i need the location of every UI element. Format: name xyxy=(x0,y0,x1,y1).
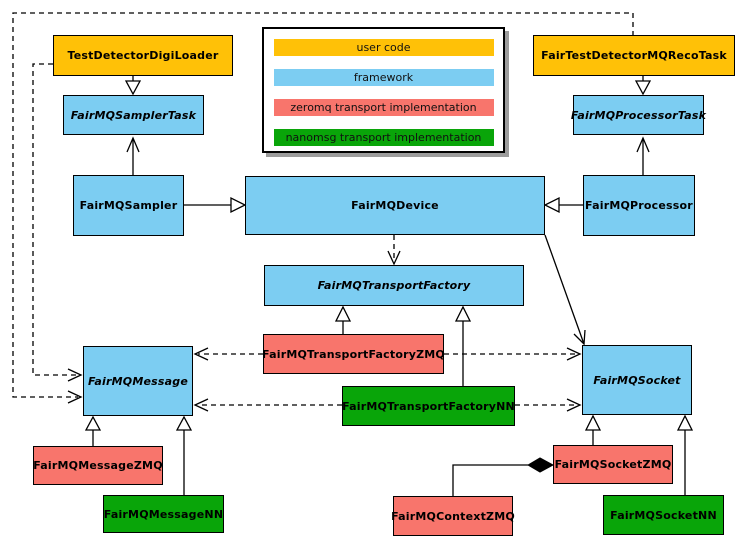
class-box-fairmqtransportfactoryzmq: FairMQTransportFactoryZMQ xyxy=(262,334,445,374)
dependency-digiloader-to-message-line xyxy=(32,63,78,376)
association-device-socket-arrowhead xyxy=(573,329,586,346)
association-processor-processortask-arrowhead xyxy=(636,136,650,153)
class-box-fairmqmessagezmq: FairMQMessageZMQ xyxy=(33,446,163,485)
dependency-recotask-to-message-line xyxy=(12,12,634,398)
composition-contextzmq-socketzmq-diamond xyxy=(527,457,555,473)
class-box-fairmqsamplertask: FairMQSamplerTask xyxy=(63,95,204,135)
class-box-fairmqprocessortask: FairMQProcessorTask xyxy=(571,95,706,135)
dependency-tfzmq-socket-arrowhead xyxy=(566,347,582,361)
dependency-digiloader-to-message-arrowhead xyxy=(67,368,83,382)
class-box-fairmqtransportfactory: FairMQTransportFactory xyxy=(264,265,524,306)
generalization-socketnn-socket-triangle xyxy=(676,414,694,431)
generalization-messagenn-message-triangle xyxy=(175,415,193,431)
legend-item-user-code: user code xyxy=(273,39,494,56)
class-box-fairmqsocket: FairMQSocket xyxy=(582,345,692,415)
generalization-processor-device-triangle xyxy=(543,196,560,214)
class-box-fairmqmessage: FairMQMessage xyxy=(83,346,193,416)
generalization-socketzmq-socket-triangle xyxy=(584,414,602,431)
class-box-fairmqcontextzmq: FairMQContextZMQ xyxy=(391,496,515,536)
generalization-messagezmq-message-triangle xyxy=(84,415,102,431)
composition-contextzmq-socketzmq-line xyxy=(452,464,528,496)
class-box-fairmqsocketzmq: FairMQSocketZMQ xyxy=(553,445,673,484)
legend-item-framework: framework xyxy=(273,69,494,86)
class-box-fairmqtransportfactorynn: FairMQTransportFactoryNN xyxy=(342,386,515,426)
association-sampler-samplertask-arrowhead xyxy=(126,136,140,153)
generalization-digiloader-samplertask-triangle xyxy=(124,80,142,96)
class-box-fairmqmessagenn: FairMQMessageNN xyxy=(103,495,224,533)
legend-item-nanomsg-transport: nanomsg transport implementation xyxy=(273,129,494,146)
dependency-device-transportfactory-arrowhead xyxy=(387,250,401,266)
generalization-sampler-device-triangle xyxy=(230,196,247,214)
dependency-recotask-to-message-arrowhead xyxy=(67,390,83,404)
dependency-tfnn-socket-arrowhead xyxy=(566,398,582,412)
class-box-fairmqdevice: FairMQDevice xyxy=(245,176,545,235)
class-box-fairmqsocketnn: FairMQSocketNN xyxy=(603,495,724,535)
class-box-testdetectordigiloader: TestDetectorDigiLoader xyxy=(53,35,233,76)
legend-item-zeromq-transport: zeromq transport implementation xyxy=(273,99,494,116)
class-box-fairmqsampler: FairMQSampler xyxy=(73,175,184,236)
dependency-tfzmq-message-arrowhead xyxy=(193,347,209,361)
generalization-tfnn-transportfactory-triangle xyxy=(454,305,472,322)
legend: user code framework zeromq transport imp… xyxy=(262,27,505,153)
class-box-fairmqprocessor: FairMQProcessor xyxy=(583,175,695,236)
generalization-tfzmq-transportfactory-triangle xyxy=(334,305,352,322)
class-box-fairtestdetectormqrecotask: FairTestDetectorMQRecoTask xyxy=(533,35,735,76)
dependency-tfnn-message-arrowhead xyxy=(193,398,209,412)
generalization-recotask-processortask-triangle xyxy=(634,80,652,96)
association-device-socket-line xyxy=(544,234,585,345)
